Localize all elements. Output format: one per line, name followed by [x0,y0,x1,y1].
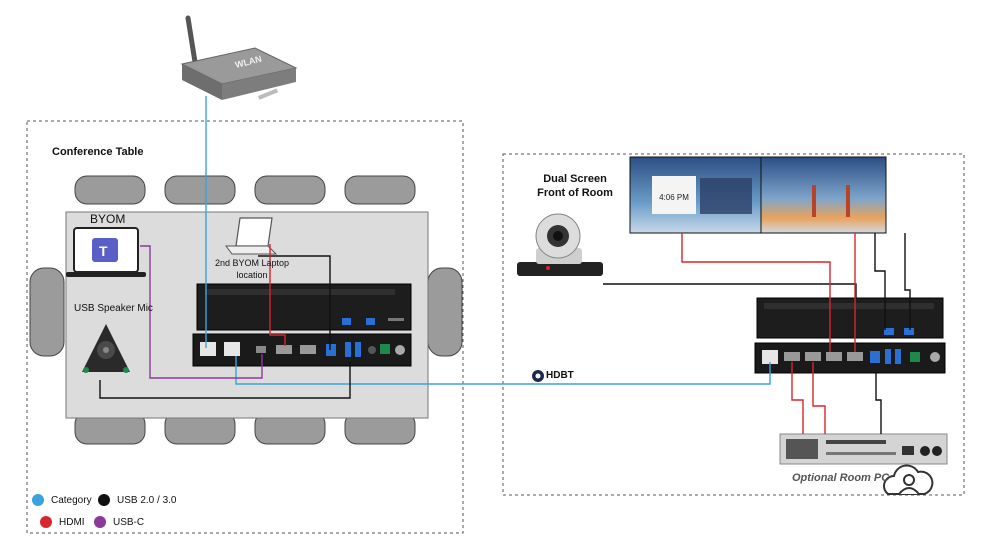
legend-swatch [98,494,110,506]
display-screen-2 [760,156,887,234]
chair [164,175,236,205]
usb-speaker-mic-label: USB Speaker Mic [74,303,153,314]
usb-port [326,344,336,356]
cloud-user-icon [883,464,934,495]
legend-item-hdmi: HDMI [40,516,85,528]
ptz-camera-icon [517,213,603,276]
legend-swatch [40,516,52,528]
front-of-room-zone-border [502,153,965,496]
dual-screen-label: Dual Screen [543,173,607,185]
hdmi-port [300,345,316,354]
room-pc-icon [779,433,948,465]
transmitter-top-view [196,283,412,331]
legend-label: USB 2.0 / 3.0 [117,494,177,506]
svg-text:T: T [99,243,108,259]
laptop-2-icon [225,217,278,255]
chair [74,175,146,205]
receiver-rear-panel [754,342,946,374]
usb-port [355,342,361,357]
usb-cable [874,233,886,330]
hdmi-port [805,352,821,361]
laptop-2-label-line2: location [236,270,268,280]
clock-text: 4:06 PM [659,193,689,202]
usb-cable [603,283,857,298]
hdmi-port [784,352,800,361]
byom-label: BYOM [90,212,126,226]
usb-cable [875,373,882,434]
chair [29,267,65,357]
usb-port [345,342,351,357]
laptop-2-label-line1: 2nd BYOM Laptop [214,258,290,268]
rj45-port [224,342,240,356]
usb-port [895,349,901,364]
conference-table-label: Conference Table [52,146,144,158]
hdbt-label: HDBT [546,370,574,381]
hdmi-cable [812,362,826,434]
hdmi-port [826,352,842,361]
usbc-port [256,346,266,353]
hdmi-cable [269,244,286,346]
legend-swatch [32,494,44,506]
teams-icon [92,238,118,262]
transmitter-rear-panel [192,333,412,367]
hdbt-logo-icon [532,370,544,382]
display-screen-1: 4:06 PM [629,156,762,234]
wlan-router-icon: WLAN [180,15,298,100]
category-cable [235,356,771,385]
hdmi-cable [681,233,831,352]
usbc-cable [140,245,263,379]
usb-cable [258,255,331,350]
chair [427,267,463,357]
usb-cable [99,362,351,399]
receiver-top-view [756,297,944,339]
legend-label: HDMI [59,516,85,528]
front-of-room-label: Front of Room [537,187,613,199]
legend-item-usb: USB 2.0 / 3.0 [98,494,176,506]
conference-zone-border [26,120,464,534]
hdmi-port [847,352,863,361]
usb-speaker-mic-icon [82,324,130,373]
legend-item-category: Category [32,494,92,506]
rj45-port [200,342,216,356]
legend-label: Category [51,494,92,506]
usb-port [870,351,880,363]
legend-label: USB-C [113,516,145,528]
legend-swatch [94,516,106,528]
chair [254,175,326,205]
optional-room-pc-label: Optional Room PC [792,472,890,484]
hdmi-cable [791,362,804,434]
usb-port [885,349,891,364]
legend-item-usbc: USB-C [94,516,144,528]
chair [344,175,416,205]
usb-cable [904,233,911,330]
hdmi-port [276,345,292,354]
byom-laptop-icon: T [66,227,146,277]
rj45-port [762,350,778,364]
